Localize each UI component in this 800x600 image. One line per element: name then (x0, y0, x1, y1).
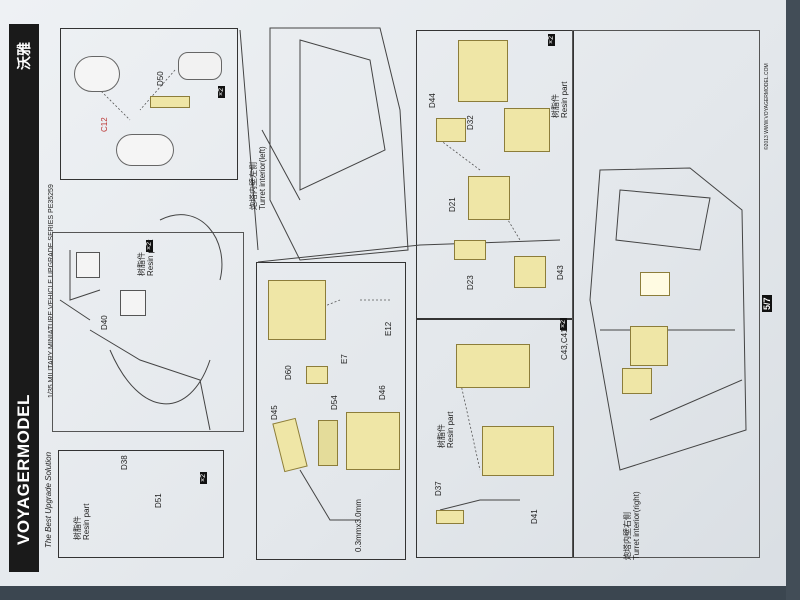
resin-en-2: Resin part (82, 503, 91, 540)
brand-bar (9, 24, 39, 572)
label-E7: E7 (340, 354, 349, 364)
part-box-large (268, 280, 326, 340)
qty-tag-5: ×2 (548, 34, 555, 46)
part-turret-grid (640, 272, 670, 296)
part-head-bottom (116, 134, 174, 166)
label-D32: D32 (466, 115, 475, 130)
label-D50: D50 (156, 71, 165, 86)
part-D43 (514, 256, 546, 288)
part-bracket (150, 96, 190, 108)
background-edge-bottom (0, 586, 800, 600)
panel-center (256, 262, 406, 560)
label-D38: D38 (120, 455, 129, 470)
wire-spec: 0.3mmx3.0mm (354, 499, 363, 552)
label-D41: D41 (530, 509, 539, 524)
part-D40-a (76, 252, 100, 278)
ref-c43: C43,C41 (560, 328, 569, 360)
part-D60 (306, 366, 328, 384)
label-D54: D54 (330, 395, 339, 410)
resin-en-3: Resin part (560, 81, 569, 118)
part-box-right (504, 108, 550, 152)
panel-top-left (60, 28, 238, 180)
part-D37 (436, 510, 464, 524)
part-D44 (458, 40, 508, 102)
part-D21 (468, 176, 510, 220)
label-D51: D51 (154, 493, 163, 508)
qty-tag-2: ×2 (146, 240, 153, 252)
label-D37: D37 (434, 481, 443, 496)
part-head-top (74, 56, 120, 92)
label-D44: D44 (428, 93, 437, 108)
label-D21: D21 (448, 197, 457, 212)
panel-right-bottom (416, 318, 574, 558)
part-D23 (454, 240, 486, 260)
qty-tag-3: ×2 (200, 472, 207, 484)
panel-bottom-left (58, 450, 224, 558)
part-D41 (482, 426, 554, 476)
qty-tag-1: ×2 (218, 86, 225, 98)
part-D46 (346, 412, 400, 470)
label-D23: D23 (466, 275, 475, 290)
part-C43-stack (456, 344, 530, 388)
part-D40-b (120, 290, 146, 316)
part-D50 (178, 52, 222, 80)
label-C12: C12 (100, 117, 109, 132)
label-D46: D46 (378, 385, 387, 400)
resin-en-4: Resin part (446, 411, 455, 448)
label-D40: D40 (100, 315, 109, 330)
label-E12: E12 (384, 321, 393, 336)
turret-left-en: Turret interior(left) (258, 146, 267, 210)
background-edge-right (786, 0, 800, 600)
part-turret-box (630, 326, 668, 366)
label-D60: D60 (284, 365, 293, 380)
part-D54 (318, 420, 338, 466)
panel-turret-right (572, 30, 760, 558)
panel-right-top (416, 30, 574, 320)
panel-mid-left (52, 232, 244, 432)
label-D43: D43 (556, 265, 565, 280)
part-turret-small (622, 368, 652, 394)
qty-tag-4: ×2 (560, 318, 567, 330)
turret-right-en: Turret interior(right) (632, 491, 641, 560)
label-D45: D45 (270, 405, 279, 420)
part-D32 (436, 118, 466, 142)
